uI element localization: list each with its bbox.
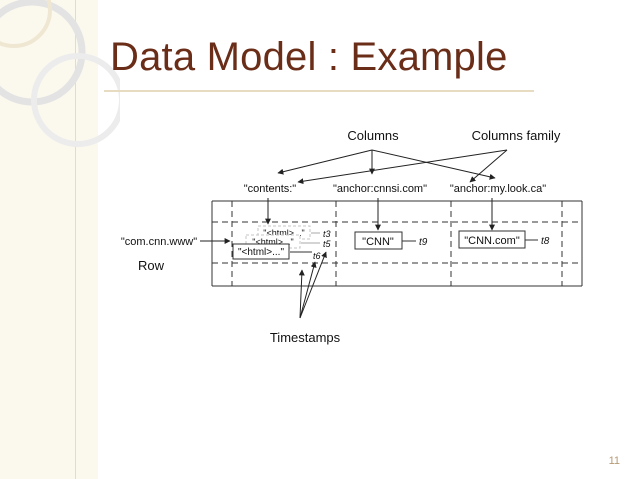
columns-arrow-contents (277, 149, 373, 175)
header-arrows (265, 198, 495, 231)
row-label: Row (138, 258, 165, 273)
left-decorative-band (0, 0, 98, 479)
columns-arrow-mylook (371, 149, 496, 180)
timestamps-arrow-1 (298, 269, 305, 319)
column-header-mylook: "anchor:my.look.ca" (450, 183, 546, 195)
contents-timestamp-t3: t3 (323, 229, 331, 239)
family-arrow-contents (297, 149, 508, 185)
columns-arrows (277, 149, 508, 185)
table-grid (211, 200, 583, 287)
deco-circle-small (0, 0, 52, 48)
column-header-contents: "contents:" (244, 183, 297, 195)
slide-title: Data Model : Example (110, 35, 508, 79)
columns-family-label: Columns family (472, 128, 561, 143)
family-arrow-anchor (469, 149, 508, 183)
cnnsi-timestamp: t9 (419, 237, 428, 248)
cnnsi-value: "CNN" (362, 236, 394, 248)
columns-label: Columns (347, 128, 399, 143)
mylook-cell: "CNN.com" t8 (458, 230, 550, 249)
timestamps-label: Timestamps (270, 330, 341, 345)
mylook-value: "CNN.com" (464, 235, 520, 247)
column-header-cnnsi: "anchor:cnnsi.com" (333, 183, 427, 195)
contents-version-front-text: "<html>..." (238, 247, 284, 258)
band-divider-line (75, 0, 76, 479)
title-underline (104, 90, 534, 92)
timestamps-arrow-2 (299, 261, 317, 319)
cnnsi-cell: "CNN" t9 (354, 231, 428, 250)
mylook-timestamp: t8 (541, 236, 550, 247)
contents-version-middle-text: "<html>..." (252, 237, 293, 247)
contents-timestamp-t5: t5 (323, 239, 332, 249)
row-key: "com.cnn.www" (121, 236, 197, 248)
contents-version-front (232, 243, 290, 260)
decorative-circles (0, 0, 120, 147)
contents-version-back-text: "<html>..." (263, 228, 304, 238)
timestamps-arrows (298, 251, 327, 319)
timestamps-arrow-3 (299, 251, 327, 319)
contents-timestamp-t6: t6 (313, 251, 321, 261)
slide-number: 11 (608, 455, 620, 467)
contents-cell: "<html>..." "<html>..." "<html>..." t3 t… (232, 225, 332, 261)
deco-circle-medium (31, 53, 120, 147)
